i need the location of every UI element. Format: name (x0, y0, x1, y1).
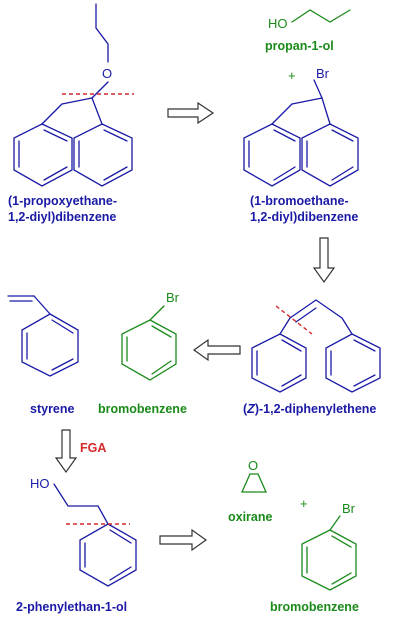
ether-name-line1: (1-propoxyethane- (8, 194, 117, 208)
bromide-name-line2: 1,2-diyl)dibenzene (250, 210, 358, 224)
ether-name-line2: 1,2-diyl)dibenzene (8, 210, 116, 224)
bromobenzene-bottom-br-label: Br (342, 501, 356, 516)
retro-arrow-2 (312, 237, 336, 284)
fga-label: FGA (80, 441, 106, 455)
stilbene-structure (251, 299, 381, 393)
bromobenzene-mid-name: bromobenzene (98, 402, 187, 416)
plus-sign-1: + (288, 68, 296, 83)
bromobenzene-bottom-structure (301, 515, 357, 591)
fga-arrow (54, 429, 78, 474)
propanol-ho-label: HO (268, 16, 288, 31)
oxirane-oxygen-label: O (248, 458, 258, 473)
phenylethanol-name: 2-phenylethan-1-ol (16, 600, 127, 614)
bromobenzene-mid-structure (121, 305, 177, 381)
propanol-structure (291, 9, 351, 23)
ether-oxygen-label: O (102, 66, 112, 81)
phenylethanol-structure (53, 483, 137, 587)
oxirane-name: oxirane (228, 510, 273, 524)
retro-arrow-3 (192, 338, 241, 362)
retro-arrow-1 (167, 101, 215, 125)
bromobenzene-bottom-name: bromobenzene (270, 600, 359, 614)
styrene-name: styrene (30, 402, 75, 416)
oxirane-structure (240, 473, 268, 493)
ether-structure (13, 3, 134, 187)
stilbene-name: (Z)-1,2-diphenylethene (243, 402, 376, 416)
styrene-structure (7, 295, 79, 377)
propanol-name: propan-1-ol (265, 39, 334, 53)
plus-sign-2: + (300, 496, 308, 511)
bromide-structure (243, 79, 359, 187)
phenylethanol-ho-label: HO (30, 476, 50, 491)
bromide-name-line1: (1-bromoethane- (250, 194, 349, 208)
bromobenzene-mid-br-label: Br (166, 290, 180, 305)
bromide-br-label: Br (316, 66, 330, 81)
retro-arrow-5 (159, 528, 208, 552)
